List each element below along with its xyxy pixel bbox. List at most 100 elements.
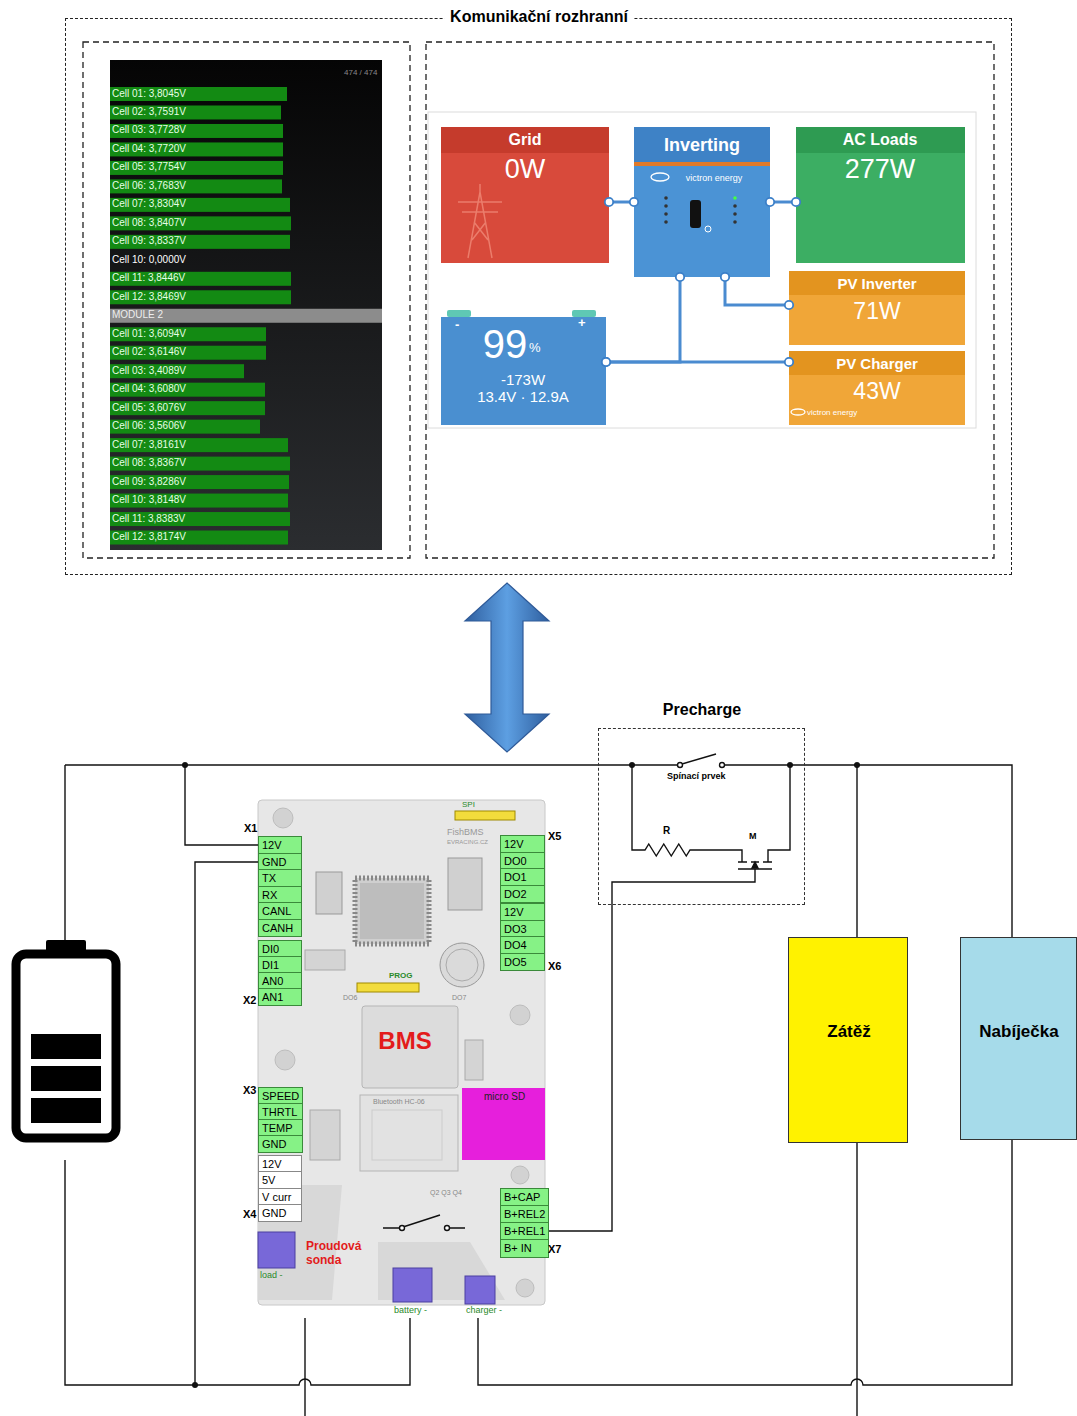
charger-pad xyxy=(465,1276,495,1304)
layout-part xyxy=(664,196,668,200)
cell-bar xyxy=(110,216,291,230)
pin-name: TX xyxy=(259,870,301,887)
pin-header: 12VDO0DO1DO2 xyxy=(500,835,545,903)
junction-dots xyxy=(182,762,860,1388)
pad-label: load - xyxy=(260,1270,283,1280)
pin-name: THRTL xyxy=(259,1104,302,1120)
flow-line xyxy=(606,277,680,362)
node-text: 277W xyxy=(845,154,916,185)
node-text: Zátěž xyxy=(827,1022,870,1042)
cell-bar xyxy=(110,105,281,119)
battery-tile: 99%-173W13.4V · 12.9A xyxy=(441,317,606,425)
silkscreen-text: FishBMS xyxy=(447,827,484,837)
pin-name: B+REL1 xyxy=(501,1223,548,1240)
flow-line xyxy=(725,277,789,305)
node-text: victron energy xyxy=(686,173,743,183)
layout-part xyxy=(305,950,345,970)
pin-name: B+REL2 xyxy=(501,1206,548,1223)
cell-bar xyxy=(110,512,290,526)
layout-part xyxy=(455,811,515,820)
cell-bar xyxy=(110,401,265,415)
connector-ref: X3 xyxy=(243,1084,256,1097)
pin-name: B+ IN xyxy=(501,1240,548,1257)
cell-voltage: Cell 01: 3,8045V xyxy=(112,88,186,100)
precharge-box: Precharge xyxy=(598,728,805,905)
pin-name: DI1 xyxy=(259,957,301,973)
silkscreen-text: PROG xyxy=(389,971,413,980)
pad-label: charger - xyxy=(466,1305,502,1315)
node-text: micro SD xyxy=(484,1091,525,1103)
node-text: BMS xyxy=(378,1027,431,1055)
pin-name: CANH xyxy=(259,920,301,937)
battery-terminals xyxy=(447,310,596,317)
cell-bar xyxy=(110,161,283,175)
connector-ref: X5 xyxy=(548,830,561,843)
cell-voltage: Cell 02: 3,7591V xyxy=(112,106,186,118)
pv-charger-tile: PV Charger43Wvictron energy xyxy=(789,351,965,425)
wire xyxy=(856,1143,857,1416)
pin-name: 12V xyxy=(501,836,544,853)
node-text: % xyxy=(529,341,541,356)
cell-bar xyxy=(110,457,290,471)
cell-bars xyxy=(110,87,382,545)
pin-name: DO4 xyxy=(501,937,544,954)
layout-part xyxy=(360,1095,458,1171)
cell-bar xyxy=(110,142,283,156)
cell-voltage: Cell 02: 3,6146V xyxy=(112,346,186,358)
load-pad xyxy=(258,1232,295,1268)
pin-name: SPEED xyxy=(259,1088,302,1104)
layout-part xyxy=(192,1382,198,1388)
cell-voltage: Cell 05: 3,6076V xyxy=(112,402,186,414)
cell-bar xyxy=(110,383,265,397)
cell-bar xyxy=(110,198,290,212)
layout-part xyxy=(690,200,701,228)
wire xyxy=(478,1140,1012,1385)
layout-part xyxy=(355,878,429,944)
layout-part xyxy=(664,220,668,224)
connector-ref: X2 xyxy=(243,994,256,1007)
node-text: 43W xyxy=(853,378,900,404)
node-text: Grid xyxy=(509,131,542,149)
module-header: MODULE 2 xyxy=(112,309,163,321)
pin-header: 12V5VV currGND xyxy=(258,1155,302,1222)
pin-name: DO2 xyxy=(501,886,544,903)
silkscreen-text: Q2 Q3 Q4 xyxy=(430,1189,462,1197)
wire xyxy=(65,1160,410,1385)
cell-voltage: Cell 08: 3,8367V xyxy=(112,457,186,469)
gate-wire xyxy=(545,869,755,1231)
module-band xyxy=(110,309,382,323)
silkscreen-text: EVRACING.CZ xyxy=(447,839,488,846)
cell-bar xyxy=(110,179,282,193)
bms-board: BMSProudová sonda12VGNDTXRXCANLCANH12VDO… xyxy=(258,800,545,1305)
pin-header: 12VDO3DO4DO5 xyxy=(500,903,545,971)
node-text: 99 xyxy=(483,321,528,367)
layout-part xyxy=(400,1226,405,1231)
grid-tile: Grid0W xyxy=(441,127,609,263)
pin-header: DI0DI1AN0AN1 xyxy=(258,940,302,1006)
pin-name: 12V xyxy=(501,904,544,921)
cell-bar xyxy=(110,475,289,489)
sd-card-slot: micro SD xyxy=(462,1088,545,1160)
wires xyxy=(65,754,1012,1416)
pin-name: B+CAP xyxy=(501,1189,548,1206)
cell-bar xyxy=(110,235,290,249)
wire xyxy=(195,862,258,1385)
pin-name: DI0 xyxy=(259,941,301,957)
inner-frames xyxy=(83,42,994,558)
layout-part xyxy=(383,1215,465,1228)
layout-part xyxy=(733,220,737,224)
cell-bar xyxy=(110,290,291,304)
layout-part xyxy=(447,310,471,317)
pin-name: GND xyxy=(259,854,301,871)
pin-header: B+CAPB+REL2B+REL1B+ IN xyxy=(500,1188,549,1258)
switch-contact xyxy=(720,763,725,768)
layout-part xyxy=(510,1005,530,1025)
node-text: PV Inverter xyxy=(837,275,916,292)
node-text: Precharge xyxy=(663,701,741,719)
flow-line xyxy=(606,361,789,364)
dashed-group-box: Komunikační rozhranníGrid0WInvertingvict… xyxy=(65,18,1012,575)
ac-loads-tile: AC Loads277W xyxy=(796,127,965,263)
layout-part xyxy=(31,1034,101,1059)
battery-icon xyxy=(16,940,116,1138)
